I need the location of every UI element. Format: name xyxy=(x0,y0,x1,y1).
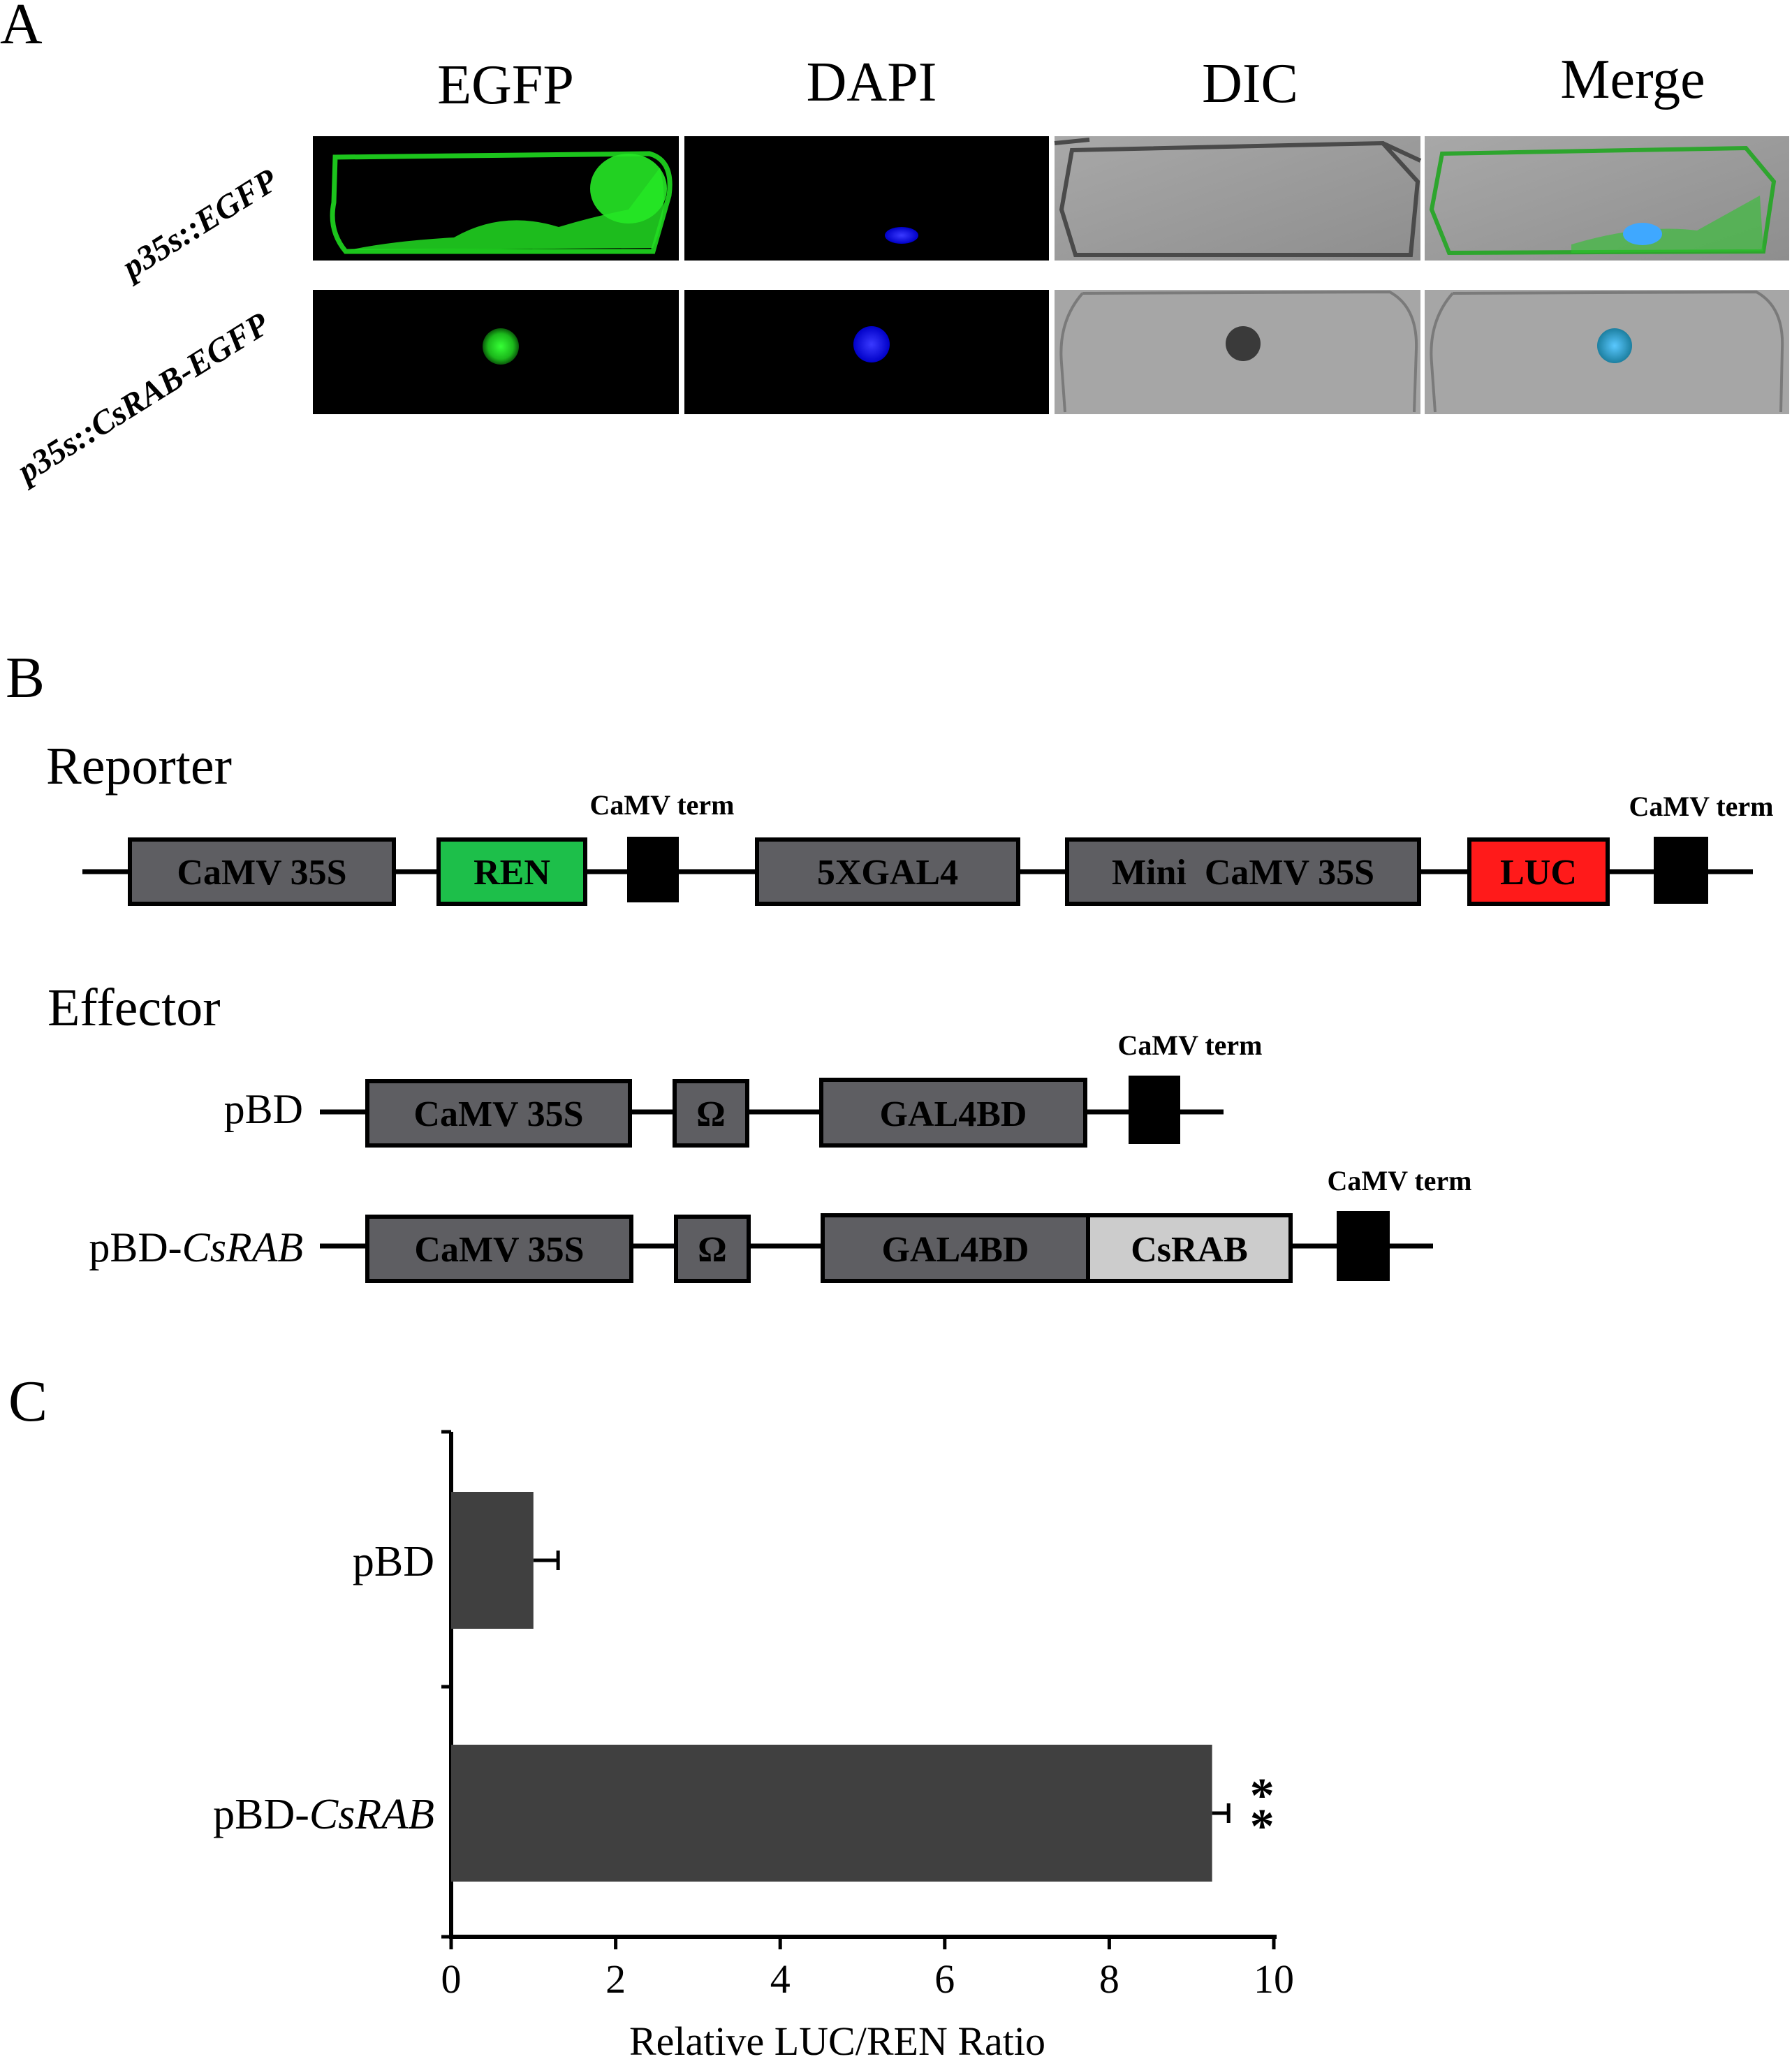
panel-c-letter: C xyxy=(8,1369,47,1434)
column-label-egfp: EGFP xyxy=(437,54,574,116)
pbd-csrab-omega-text: Ω xyxy=(698,1230,727,1270)
reporter-mini-camv35s-text: Mini CaMV 35S xyxy=(1112,853,1374,893)
image-row-2-csrab xyxy=(313,290,1789,414)
reporter-term-box-2 xyxy=(1654,837,1708,904)
reporter-label: Reporter xyxy=(46,737,232,796)
column-label-dic: DIC xyxy=(1202,53,1298,115)
reporter-term-box-1 xyxy=(627,837,679,902)
column-label-dapi: DAPI xyxy=(807,52,937,113)
significance-1: ** xyxy=(1250,1769,1275,1854)
merge-cell-wall-csrab xyxy=(1430,290,1784,413)
reporter-5xgal4-text: 5XGAL4 xyxy=(817,853,958,893)
category-label-0: pBD xyxy=(353,1538,434,1585)
panel-a-letter: A xyxy=(0,0,43,57)
pbd-csrab-camv35s-box xyxy=(365,1215,633,1283)
chart-category-labels: pBD pBD-CsRAB xyxy=(213,1538,434,1838)
effector-pbd-csrab-construct: pBD-CsRAB CaMV 35S Ω GAL4BD CsRAB CaMV t… xyxy=(89,1165,1472,1283)
dapi-nucleus-control xyxy=(885,227,918,244)
bar-1 xyxy=(451,1745,1212,1882)
reporter-ren-box xyxy=(436,837,587,906)
dic-neighbor-wall xyxy=(1054,138,1422,163)
significance-1-mark-1: * xyxy=(1250,1800,1275,1854)
pbd-csrab-csrab-box xyxy=(1086,1213,1293,1283)
reporter-5xgal4-box xyxy=(755,837,1020,906)
row-label-csrab-egfp: p35s::CsRAB-EGFP xyxy=(8,305,276,491)
pbd-gal4bd-box xyxy=(819,1078,1087,1148)
bar-chart: 0 2 4 6 8 10 pBD pBD-CsRAB ** Relative LUC/REN… xyxy=(213,1430,1295,2059)
reporter-construct: CaMV 35S REN CaMV term 5XGAL4 Mini CaMV … xyxy=(82,789,1774,906)
merge-nucleus-control xyxy=(1623,223,1662,245)
pbd-csrab-gal4bd-text: GAL4BD xyxy=(882,1230,1029,1270)
pbd-term-label: CaMV term xyxy=(1118,1030,1263,1061)
effector-pbd-construct: pBD CaMV 35S Ω GAL4BD CaMV term xyxy=(224,1030,1263,1148)
dic-nucleus-csrab xyxy=(1226,326,1261,361)
reporter-ren-text: REN xyxy=(473,853,550,893)
egfp-nucleus-csrab xyxy=(483,328,519,365)
merge-cytoplasm xyxy=(1571,196,1763,253)
pbd-omega-box xyxy=(673,1079,749,1148)
image-dic-control xyxy=(1055,136,1420,261)
x-tick-label-3: 6 xyxy=(934,1956,955,2002)
pbd-csrab-camv35s-text: CaMV 35S xyxy=(414,1230,584,1270)
column-label-merge: Merge xyxy=(1560,49,1705,110)
dic-cell-wall-csrab xyxy=(1059,290,1418,413)
pbd-csrab-term-box xyxy=(1337,1211,1390,1281)
reporter-term-label-1: CaMV term xyxy=(590,789,735,821)
panel-b-letter: B xyxy=(6,645,45,710)
chart-error-bars xyxy=(533,1551,1231,1823)
egfp-cell-outline xyxy=(330,151,673,254)
reporter-term-label-2: CaMV term xyxy=(1629,791,1774,822)
pbd-camv35s-text: CaMV 35S xyxy=(413,1094,583,1134)
significance-1-mark-0: * xyxy=(1250,1769,1275,1823)
chart-bars xyxy=(451,1492,1212,1882)
dapi-nucleus-csrab xyxy=(853,326,890,362)
x-tick-label-1: 2 xyxy=(605,1956,626,2002)
category-label-1: pBD-CsRAB xyxy=(213,1791,434,1838)
bar-0 xyxy=(451,1492,534,1629)
pbd-gal4bd-text: GAL4BD xyxy=(880,1094,1027,1134)
pbd-construct-label: pBD xyxy=(224,1086,303,1132)
x-tick-label-4: 8 xyxy=(1099,1956,1119,2002)
effector-label: Effector xyxy=(47,979,221,1037)
pbd-csrab-term-label: CaMV term xyxy=(1328,1165,1472,1196)
pbd-camv35s-box xyxy=(365,1079,632,1148)
egfp-bright-region xyxy=(590,154,667,224)
image-row-1-egfp xyxy=(313,136,1789,261)
pbd-term-box xyxy=(1129,1076,1180,1144)
row-label-egfp-control: p35s::EGFP xyxy=(113,161,284,287)
egfp-cytoplasm-signal xyxy=(349,168,664,250)
x-tick-label-5: 10 xyxy=(1254,1956,1294,2002)
x-tick-label-0: 0 xyxy=(441,1956,462,2002)
reporter-mini-camv35s-box xyxy=(1065,837,1421,906)
reporter-camv35s-box xyxy=(128,837,396,906)
reporter-luc-text: LUC xyxy=(1500,853,1577,893)
x-tick-label-2: 4 xyxy=(770,1956,791,2002)
chart-significance-labels: ** xyxy=(1250,1769,1275,1854)
image-dapi-control xyxy=(684,136,1049,261)
reporter-camv35s-text: CaMV 35S xyxy=(177,853,346,893)
chart-x-ticks xyxy=(449,1937,1276,1949)
pbd-csrab-construct-label: pBD-CsRAB xyxy=(89,1224,303,1270)
pbd-omega-text: Ω xyxy=(696,1094,726,1134)
reporter-luc-box xyxy=(1467,837,1610,906)
chart-x-axis-title: Relative LUC/REN Ratio xyxy=(629,2018,1045,2059)
chart-x-tick-labels: 0 2 4 6 8 10 xyxy=(441,1956,1295,2002)
pbd-csrab-omega-box xyxy=(674,1215,751,1283)
merge-nucleus-csrab xyxy=(1597,328,1632,363)
pbd-csrab-csrab-text: CsRAB xyxy=(1131,1230,1248,1270)
